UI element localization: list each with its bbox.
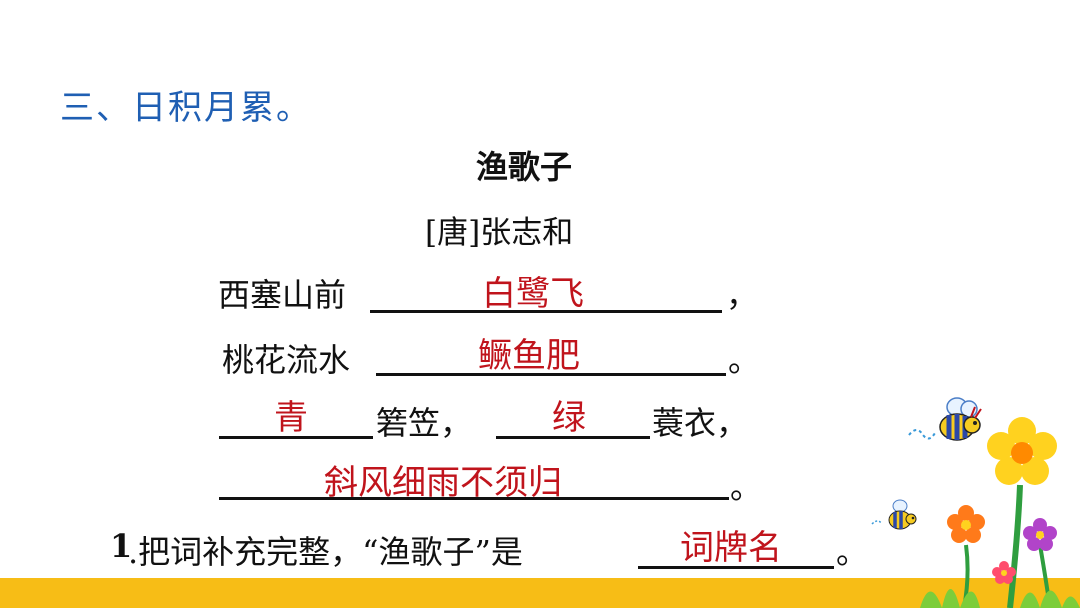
line3-mid-b: 蓑衣， xyxy=(652,404,749,442)
question-end: 。 xyxy=(836,533,869,571)
poem-author: [唐]张志和 xyxy=(425,215,574,251)
line3-blank-b xyxy=(496,436,650,439)
line1-prefix: 西塞山前 xyxy=(218,276,347,314)
question-blank xyxy=(638,566,834,569)
line2-blank xyxy=(376,373,726,376)
section-heading: 三、日积月累。 xyxy=(60,88,312,128)
flower-icon xyxy=(920,417,1080,608)
question-number: 1 xyxy=(110,527,133,565)
line1-end: ， xyxy=(726,276,759,314)
line3-answer-b: 绿 xyxy=(552,398,586,438)
poem-title: 渔歌子 xyxy=(476,148,573,186)
question-answer: 词牌名 xyxy=(680,528,782,568)
line4-blank xyxy=(219,497,729,500)
bottom-bar xyxy=(0,578,1080,608)
line4-answer: 斜风细雨不须归 xyxy=(324,463,562,503)
line3-answer-a: 青 xyxy=(274,398,308,438)
line2-answer: 鳜鱼肥 xyxy=(478,336,580,376)
bee-icon xyxy=(871,499,917,530)
line1-answer: 白鹭飞 xyxy=(482,274,584,314)
line3-blank-a xyxy=(219,436,373,439)
line4-end: 。 xyxy=(730,468,763,506)
line3-mid-a: 箬笠， xyxy=(376,404,473,442)
line2-end: 。 xyxy=(728,341,761,379)
question-text: .把词补充完整，“渔歌子”是 xyxy=(128,533,523,571)
line1-blank xyxy=(370,310,722,313)
line2-prefix: 桃花流水 xyxy=(222,341,351,379)
bee-icon xyxy=(908,397,982,441)
